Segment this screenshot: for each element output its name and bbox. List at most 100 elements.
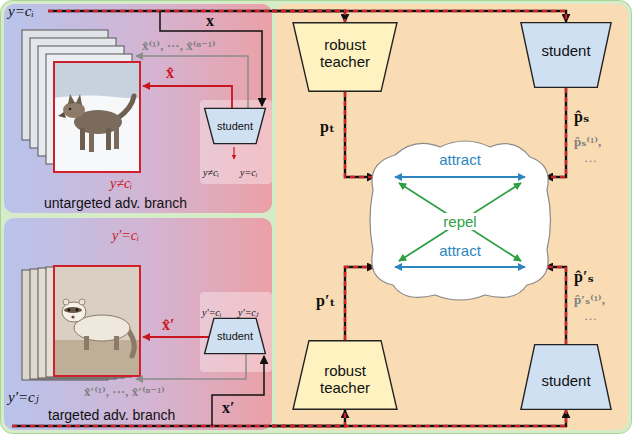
adversarial-label: x̂′ [162, 316, 175, 333]
trapezoid-fill [293, 23, 397, 92]
input-label: x′ [222, 399, 235, 416]
connector-line [545, 88, 566, 177]
objective-label: y′=cᵢ [202, 307, 221, 318]
connector-line [345, 267, 375, 340]
label-slot: x̂′⁽¹⁾, ···, x̂′⁽ⁿ⁻¹⁾ [84, 382, 165, 400]
dashed-connector [545, 267, 566, 344]
text-slot: untargeted adv. branch [44, 194, 187, 212]
dashed-connector [272, 410, 345, 426]
class-label: y′=cᵢ [112, 228, 139, 243]
label-slot: y′=cⱼ [238, 302, 258, 320]
text-slot: attract [365, 242, 555, 260]
objective-label: y′=cⱼ [238, 307, 258, 318]
connector-line [272, 410, 566, 426]
ellipsis: … [584, 150, 597, 165]
connector-line [272, 11, 345, 22]
input-label: x [206, 12, 214, 29]
network-name: robust teacher [315, 36, 375, 71]
connector-line [545, 267, 566, 344]
connector-dash [345, 267, 375, 340]
dashed-connector [545, 88, 566, 177]
output-label: pₜ [320, 118, 335, 135]
relation-label: repel [440, 213, 479, 230]
label-slot: y′=cⱼ [8, 388, 39, 406]
label-slot: y′=cᵢ [112, 226, 139, 244]
trapezoid-fill [521, 345, 611, 410]
trapezoid-fill [205, 108, 266, 143]
label-slot: x̂ [166, 64, 174, 82]
dashed-connector [345, 92, 375, 177]
relation-label: attract [439, 242, 481, 259]
label-slot: p̂ₛ⁽¹⁾, [574, 132, 601, 150]
text-slot: attract [365, 151, 555, 169]
text-slot: repel [365, 213, 555, 231]
output-label: p′ₜ [316, 292, 335, 309]
class-label: y≠cᵢ [110, 176, 132, 191]
loss-cloud: attract repel attract [365, 135, 555, 305]
label-slot: y=cᵢ [8, 2, 34, 20]
label-slot: x̂′ [162, 316, 175, 334]
class-label: y=cᵢ [8, 3, 34, 19]
network-name: student [217, 330, 253, 343]
connector-dash [272, 410, 345, 426]
trapezoid-fill [293, 341, 397, 410]
dashed-connector [272, 11, 345, 22]
network-name: student [541, 42, 590, 59]
label-slot: p̂′ₛ⁽¹⁾, [574, 290, 605, 308]
connector-dash [545, 267, 566, 344]
objective-label: y≠cᵢ [203, 167, 219, 178]
student-network: student [520, 344, 612, 410]
label-slot: x′ [222, 399, 235, 417]
iterate-output-label: p̂ₛ⁽¹⁾, [574, 134, 601, 149]
branch-title: untargeted adv. branch [44, 195, 187, 211]
trapezoid-fill [205, 318, 266, 353]
connector-line [272, 11, 566, 22]
student-network: student [204, 318, 266, 354]
label-slot: p′ₜ [316, 292, 335, 310]
label-slot: p̂′ₛ [574, 268, 594, 286]
label-slot: x̂⁽¹⁾, ···, x̂⁽ⁿ⁻¹⁾ [142, 36, 216, 54]
label-slot: … [584, 148, 597, 166]
class-label: y′=cⱼ [8, 389, 39, 405]
iterate-output-label: p̂′ₛ⁽¹⁾, [574, 292, 605, 307]
student-network: student [204, 108, 266, 144]
connector-dash [345, 92, 375, 177]
dashed-connector [272, 11, 566, 22]
label-slot: y′=cᵢ [202, 302, 221, 320]
connector-dash [272, 410, 566, 426]
adversarial-label: x̂ [166, 64, 174, 81]
output-label: p̂ₛ [574, 108, 589, 125]
network-name: student [217, 120, 253, 133]
dashed-connector [272, 410, 566, 426]
teacher-network: robust teacher [292, 22, 398, 92]
output-label: p̂′ₛ [574, 268, 594, 285]
text-slot: targeted adv. branch [48, 406, 175, 424]
connector-line [345, 92, 375, 177]
student-network: student [520, 22, 612, 88]
relation-label: attract [439, 151, 481, 168]
label-slot: pₜ [320, 118, 335, 136]
label-slot: y=cᵢ [240, 162, 257, 180]
branch-panel: untargeted adv. branch student [4, 4, 272, 213]
iterate-label: x̂⁽¹⁾, ···, x̂⁽ⁿ⁻¹⁾ [142, 38, 216, 53]
connector-dash [545, 88, 566, 177]
branch-title: targeted adv. branch [48, 407, 175, 423]
network-name: robust teacher [315, 362, 375, 397]
connector-dash [272, 11, 345, 22]
trapezoid-fill [521, 23, 611, 88]
label-slot: y≠cᵢ [110, 174, 132, 192]
connector-dash [272, 11, 566, 22]
label-slot: p̂ₛ [574, 108, 589, 126]
teacher-network: robust teacher [292, 340, 398, 410]
label-slot: y≠cᵢ [203, 162, 219, 180]
dashed-connector [345, 267, 375, 340]
iterate-label: x̂′⁽¹⁾, ···, x̂′⁽ⁿ⁻¹⁾ [84, 384, 165, 399]
label-slot: x [206, 12, 214, 30]
objective-label: y=cᵢ [240, 167, 257, 178]
connector-line [272, 410, 345, 426]
ellipsis: … [584, 308, 597, 323]
network-name: student [541, 372, 590, 389]
label-slot: … [584, 306, 597, 324]
